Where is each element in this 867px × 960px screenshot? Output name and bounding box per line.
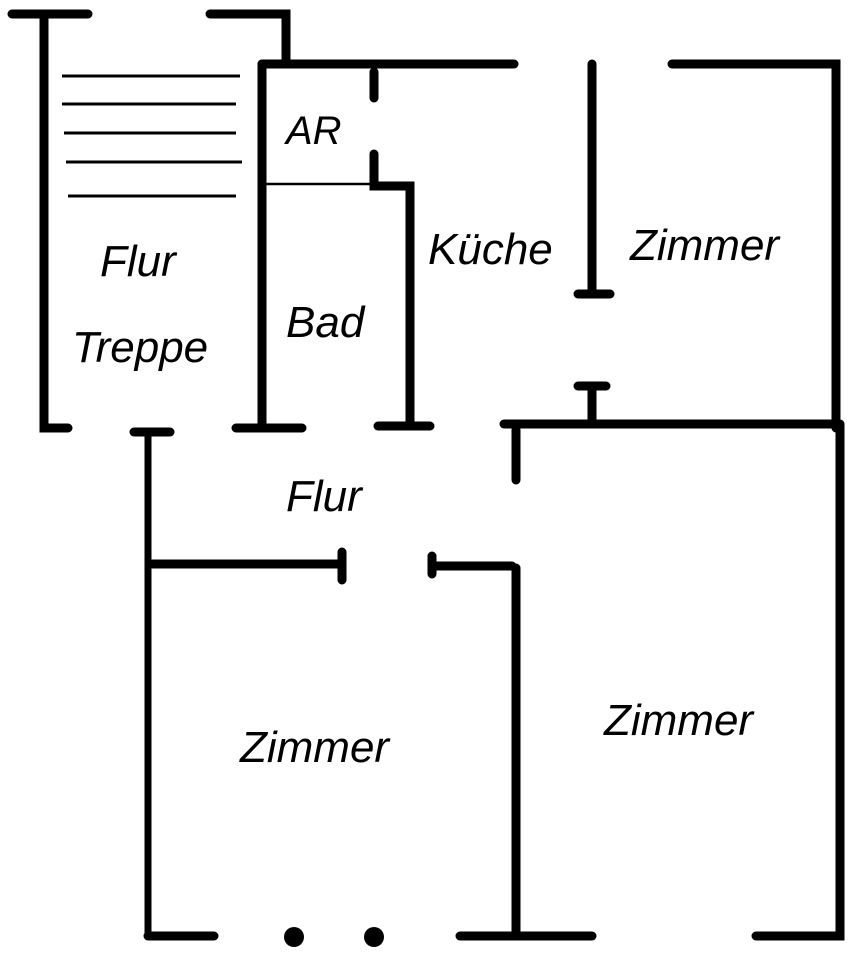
stair-treads bbox=[62, 74, 242, 198]
wall-bottom-dot bbox=[284, 927, 304, 947]
wall-stair-left bbox=[7, 9, 93, 433]
wall-top-right bbox=[667, 59, 841, 433]
wall-room-left-top-b bbox=[427, 551, 517, 579]
room-label-storage: AR bbox=[284, 109, 342, 153]
room-label-stair-hall-flur: Flur bbox=[100, 237, 178, 286]
wall-bottom-dot bbox=[364, 927, 384, 947]
wall-bath-left bbox=[231, 59, 307, 433]
room-label-stair-hall-treppe: Treppe bbox=[72, 323, 208, 372]
wall-right-outer bbox=[751, 419, 845, 941]
wall-kitchen-divider-top bbox=[573, 59, 615, 299]
room-label-room-top-right: Zimmer bbox=[629, 221, 781, 270]
wall-stair-top-right bbox=[205, 9, 291, 69]
wall-kitchen-divider-bottom bbox=[573, 381, 611, 429]
stair-hall-walls bbox=[7, 9, 291, 437]
wall-ar-door-jamb-bottom bbox=[369, 149, 415, 429]
room-label-hallway: Flur bbox=[286, 472, 364, 521]
room-label-bathroom: Bad bbox=[286, 298, 366, 347]
room-label-kitchen: Küche bbox=[428, 225, 553, 274]
room-label-room-bottom-right: Zimmer bbox=[603, 696, 755, 745]
room-label-room-bottom-left: Zimmer bbox=[239, 723, 391, 772]
wall-room-left-top-a bbox=[145, 547, 347, 585]
